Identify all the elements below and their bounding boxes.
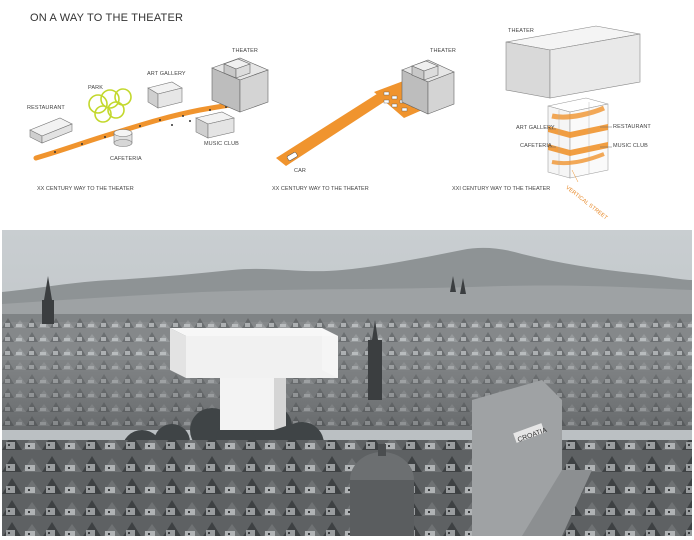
city-panorama-photo: CROATIA (2, 230, 692, 536)
car-road (276, 92, 390, 166)
panel-2-drawing (276, 59, 455, 166)
diagram-panel: ON A WAY TO THE THEATER (0, 0, 694, 228)
label-restaurant-3: RESTAURANT (613, 124, 651, 130)
label-art-gallery-3: ART GALLERY (516, 125, 555, 131)
label-cafeteria: CAFETERIA (110, 156, 142, 162)
label-theater-3: THEATER (508, 28, 534, 34)
t-shaped-building (170, 328, 338, 430)
walking-path (33, 99, 253, 161)
music-club-building (195, 111, 235, 139)
label-leader-lines (548, 126, 612, 183)
label-car: CAR (294, 168, 306, 174)
church-dome (350, 444, 414, 536)
label-park: PARK (88, 85, 103, 91)
label-theater-1: THEATER (232, 48, 258, 54)
panel-3-drawing (505, 25, 641, 183)
city-panorama-drawing: CROATIA (2, 230, 692, 536)
car-icon (286, 152, 298, 161)
label-music-club-3: MUSIC CLUB (613, 143, 648, 149)
theater-building-1 (211, 57, 269, 113)
theater-slab (505, 25, 641, 99)
art-gallery-building (147, 81, 183, 109)
label-restaurant: RESTAURANT (27, 105, 65, 111)
cafeteria-building (113, 129, 133, 147)
label-art-gallery: ART GALLERY (147, 71, 186, 77)
label-music-club: MUSIC CLUB (204, 141, 239, 147)
caption-panel-1: XX CENTURY WAY TO THE THEATER (37, 186, 134, 192)
theater-building-2 (401, 59, 455, 115)
diagram-drawing (29, 25, 641, 183)
large-building-right: CROATIA (472, 380, 562, 536)
label-theater-2: THEATER (430, 48, 456, 54)
label-cafeteria-3: CAFETERIA (520, 143, 552, 149)
church-spires (42, 276, 466, 400)
caption-panel-3: XXI CENTURY WAY TO THE THEATER (452, 186, 551, 192)
park-trees (88, 88, 132, 123)
page-title: ON A WAY TO THE THEATER (30, 12, 184, 24)
caption-panel-2: XX CENTURY WAY TO THE THEATER (272, 186, 369, 192)
restaurant-building (29, 117, 73, 144)
panel-1-drawing (29, 57, 269, 161)
vertical-tower (547, 97, 609, 179)
